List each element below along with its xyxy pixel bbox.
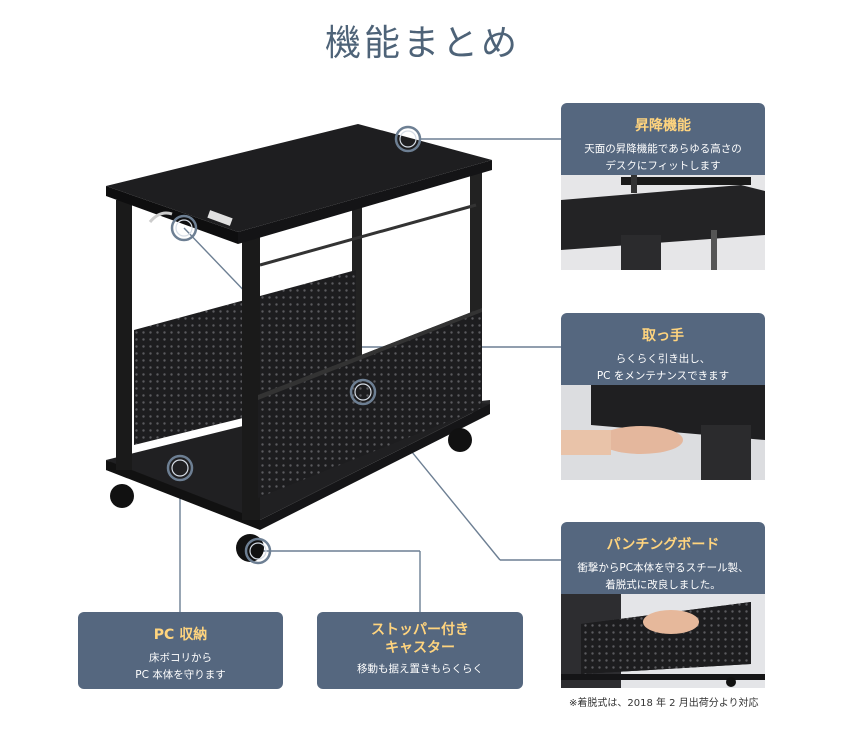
feature-description: 衝撃からPC本体を守るスチール製、 着脱式に改良しました。 — [577, 562, 749, 591]
callout-markers — [166, 125, 422, 565]
feature-description: 天面の昇降機能であらゆる高さの デスクにフィットします — [584, 143, 742, 172]
feature-heading: ストッパー付き キャスター — [371, 622, 469, 656]
feature-heading: 取っ手 — [642, 328, 684, 344]
page-title: 機能まとめ — [324, 23, 520, 64]
feature-description: らくらく引き出し、 PC をメンテナンスできます — [596, 353, 730, 382]
handle-photo — [561, 385, 765, 480]
feature-description: 床ボコリから PC 本体を守ります — [135, 652, 226, 681]
feature-card-casters: ストッパー付き キャスター 移動も据え置きもらくらく — [317, 612, 523, 689]
feature-card-punching-board: パンチングボード 衝撃からPC本体を守るスチール製、 着脱式に改良しました。 — [561, 522, 765, 594]
feature-heading: PC 収納 — [153, 627, 208, 643]
footnote: ※着脱式は、2018 年 2 月出荷分より対応 — [569, 698, 759, 709]
feature-card-pc-storage: PC 収納 床ボコリから PC 本体を守ります — [78, 612, 283, 689]
feature-card-lift: 昇降機能 天面の昇降機能であらゆる高さの デスクにフィットします — [561, 103, 765, 175]
lift-photo — [561, 175, 765, 270]
feature-heading: 昇降機能 — [635, 118, 691, 134]
feature-description: 移動も据え置きもらくらく — [357, 663, 483, 675]
feature-card-handle: 取っ手 らくらく引き出し、 PC をメンテナンスできます — [561, 313, 765, 385]
punching-board-photo — [561, 594, 765, 688]
feature-heading: パンチングボード — [606, 537, 720, 553]
